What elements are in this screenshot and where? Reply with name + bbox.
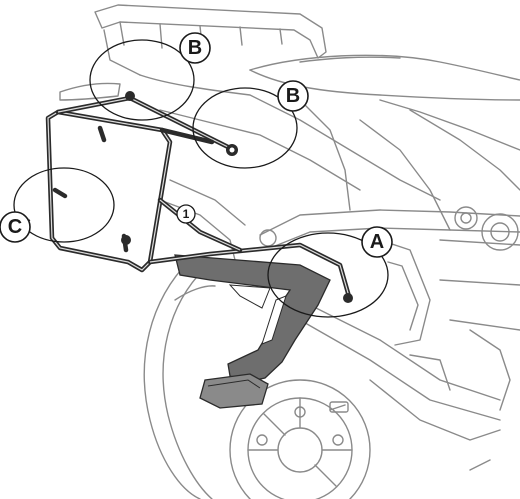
label-b-right-text: B [286, 85, 300, 107]
label-b-top: B [179, 32, 211, 64]
step-1-marker: 1 [176, 204, 196, 224]
label-b-right: B [277, 80, 309, 112]
callout-c-circle [13, 167, 115, 243]
bike-outline [59, 4, 520, 499]
mounting-bracket [174, 254, 331, 409]
label-c-text: C [8, 216, 22, 238]
label-a: A [361, 226, 393, 258]
label-c: C [0, 211, 31, 243]
label-b-top-text: B [188, 37, 202, 59]
callout-a-circle [267, 232, 389, 318]
side-case-frame [45, 91, 353, 303]
callout-b-top-circle [89, 39, 195, 121]
step-1-text: 1 [183, 207, 190, 221]
callout-b-right-circle [192, 87, 298, 169]
label-a-text: A [370, 231, 384, 253]
